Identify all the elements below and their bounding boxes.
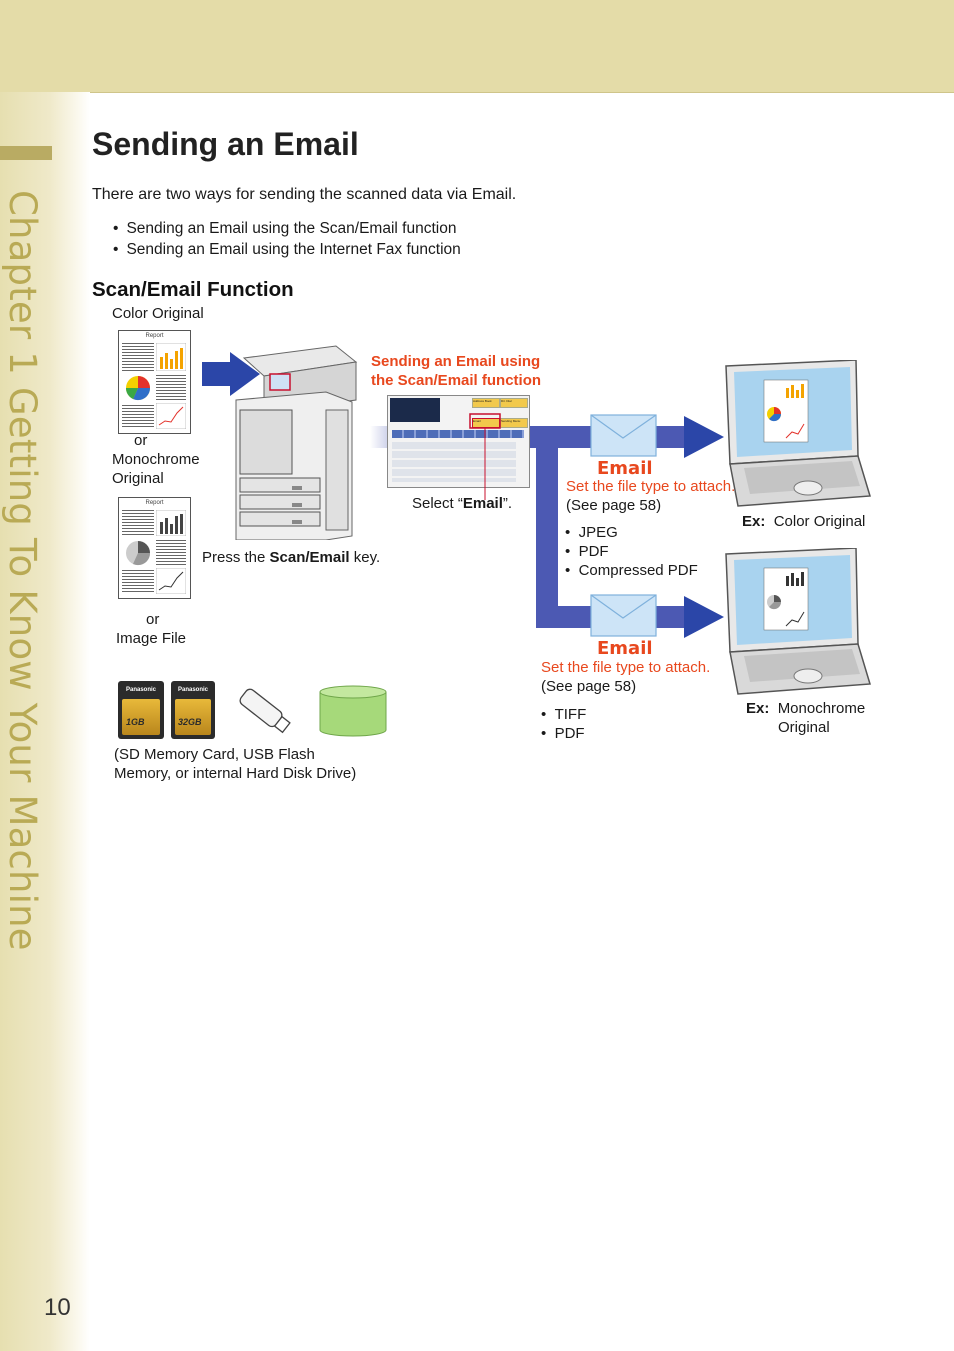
report-label: Report [145,333,164,339]
intro-text: There are two ways for sending the scann… [92,186,517,203]
side-band [0,92,90,1351]
example-mono-caption: Ex: Monochrome [746,700,866,717]
sending-menu-button: Sending Menu [500,418,528,428]
chapter-title: Chapter 1 Getting To Know Your Machine [1,190,44,951]
see-page-text: (See page 58) [566,497,662,514]
arrow-right-icon [684,416,724,458]
usb-flash-icon [239,688,291,734]
select-pointer [469,413,501,500]
copier-machine-icon [235,345,358,540]
sd-card-icon: Panasonic 32GB [171,681,215,739]
bullet-item: Sending an Email using the Internet Fax … [113,239,460,260]
sd-card-icon: Panasonic 1GB [118,681,164,739]
mono-label-2: Original [112,470,164,487]
file-type-item: • TIFF [541,706,587,723]
line-chart-icon [156,568,186,594]
bar-chart-icon [156,343,186,371]
top-band [0,0,954,93]
example-color-caption: Ex: Color Original [742,513,866,530]
mono-label-1: Monochrome [112,451,200,468]
select-instruction: Select “Email”. [412,495,513,512]
report-label: Report [145,500,164,506]
media-caption-2: Memory, or internal Hard Disk Drive) [114,765,357,782]
address-book-button: Address Book [472,398,500,408]
callout-line-2: the Scan/Email function [371,372,542,389]
color-document: Report [118,330,191,434]
file-type-item: • Compressed PDF [565,562,698,579]
media-caption-1: (SD Memory Card, USB Flash [114,746,315,763]
file-type-item: • JPEG [565,524,618,541]
color-original-label: Color Original [112,305,204,322]
email-label: Email [597,638,653,659]
or-label: or [134,432,148,449]
bullet-list: Sending an Email using the Scan/Email fu… [113,218,461,260]
page-title: Sending an Email [92,126,359,162]
input-arrow-icon [202,352,260,396]
example-mono-caption-2: Original [778,719,830,736]
file-type-item: • PDF [565,543,609,560]
bar-chart-icon [156,510,186,536]
mono-document: Report [118,497,191,599]
section-heading: Scan/Email Function [92,278,294,301]
pie-chart-icon [125,376,151,401]
file-type-item: • PDF [541,725,585,742]
laptop-mono-icon [725,548,871,695]
envelope-icon [590,594,657,637]
bullet-item: Sending an Email using the Scan/Email fu… [113,218,461,239]
flow-band [536,426,558,628]
chapter-tab [0,146,52,160]
touch-screen: Address Book Dir. Dial Email Sending Men… [387,395,530,488]
or-label: or [146,611,160,628]
callout-line-1: Sending an Email using [371,353,541,370]
arrow-right-icon [684,596,724,638]
laptop-color-icon [725,360,871,507]
image-file-label: Image File [116,630,187,647]
page-number: 10 [44,1294,71,1321]
see-page-text: (See page 58) [541,678,637,695]
dir-dial-button: Dir. Dial [500,398,528,408]
envelope-icon [590,414,657,457]
line-chart-icon [156,403,186,429]
pie-chart-icon [126,541,151,566]
hard-disk-icon [319,685,387,737]
set-type-text: Set the file type to attach. [541,659,711,676]
set-type-text: Set the file type to attach. [566,478,736,495]
email-label: Email [597,458,653,479]
press-instruction: Press the Scan/Email key. [202,549,381,566]
